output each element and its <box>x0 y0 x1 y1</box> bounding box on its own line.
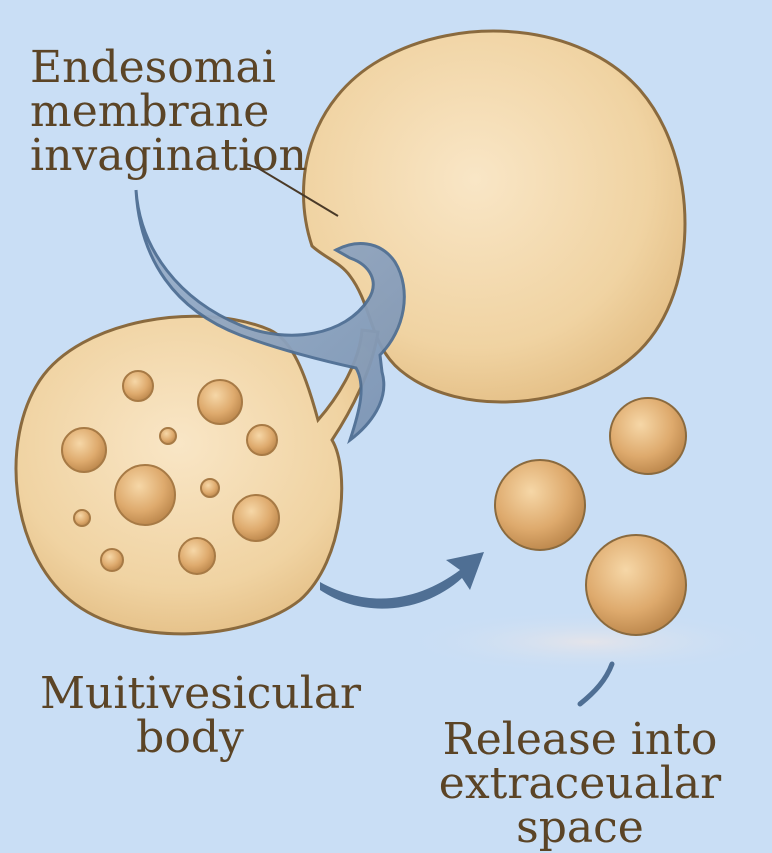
intraluminal-vesicle <box>247 425 277 455</box>
release-label-line-2: extraceualar <box>430 762 730 806</box>
extracellular-shadow <box>400 610 772 674</box>
release-arrow <box>320 552 484 609</box>
mvb-label-line-2: body <box>40 716 340 760</box>
intraluminal-vesicle <box>74 510 90 526</box>
endosomal-invagination-label: Endesomai membrane invagination <box>30 46 260 178</box>
intraluminal-vesicle <box>201 479 219 497</box>
release-label-line-1: Release into <box>430 718 730 762</box>
exosome <box>610 398 686 474</box>
intraluminal-vesicle <box>62 428 106 472</box>
endosomal-label-line-2: membrane <box>30 90 260 134</box>
mvb-label-line-1: Muitivesicular <box>40 672 340 716</box>
intraluminal-vesicle <box>198 380 242 424</box>
exosome <box>586 535 686 635</box>
intraluminal-vesicle <box>160 428 176 444</box>
intraluminal-vesicle <box>115 465 175 525</box>
intraluminal-vesicle <box>123 371 153 401</box>
release-label-line-3: space <box>430 806 730 850</box>
exosome <box>495 460 585 550</box>
intraluminal-vesicle <box>101 549 123 571</box>
released-exosomes <box>495 398 686 635</box>
release-label: Release into extraceualar space <box>430 718 730 850</box>
endosomal-label-line-3: invagination <box>30 134 260 178</box>
multivesicular-body-label: Muitivesicular body <box>40 672 340 760</box>
intraluminal-vesicle <box>179 538 215 574</box>
endosomal-label-line-1: Endesomai <box>30 46 260 90</box>
intraluminal-vesicle <box>233 495 279 541</box>
